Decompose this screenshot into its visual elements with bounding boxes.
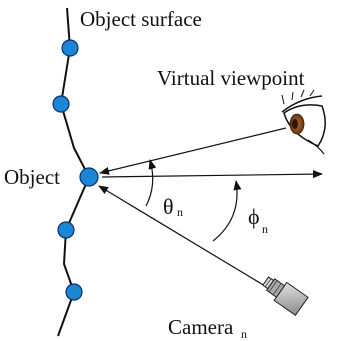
camera-label: Camera xyxy=(168,315,234,339)
theta-arc xyxy=(145,159,157,207)
surface-point xyxy=(61,39,79,57)
camera-icon xyxy=(262,276,309,317)
phi-subscript: n xyxy=(262,222,268,236)
phi-arc xyxy=(212,180,242,242)
theta-label: θ xyxy=(163,194,174,219)
viewpoint-ray xyxy=(99,127,287,175)
camera-ray xyxy=(98,185,266,287)
reference-ray xyxy=(101,170,323,179)
surface-point xyxy=(65,283,83,301)
surface-point xyxy=(52,95,70,113)
virtual-viewpoint-label: Virtual viewpoint xyxy=(157,66,305,90)
theta-subscript: n xyxy=(177,205,183,219)
object-surface-label: Object surface xyxy=(80,7,202,31)
eye-icon xyxy=(281,89,326,155)
object-label: Object xyxy=(4,165,60,189)
object-point xyxy=(79,167,99,187)
surface-point xyxy=(57,221,75,239)
camera-subscript: n xyxy=(241,327,247,341)
phi-label: ϕ xyxy=(248,204,260,229)
